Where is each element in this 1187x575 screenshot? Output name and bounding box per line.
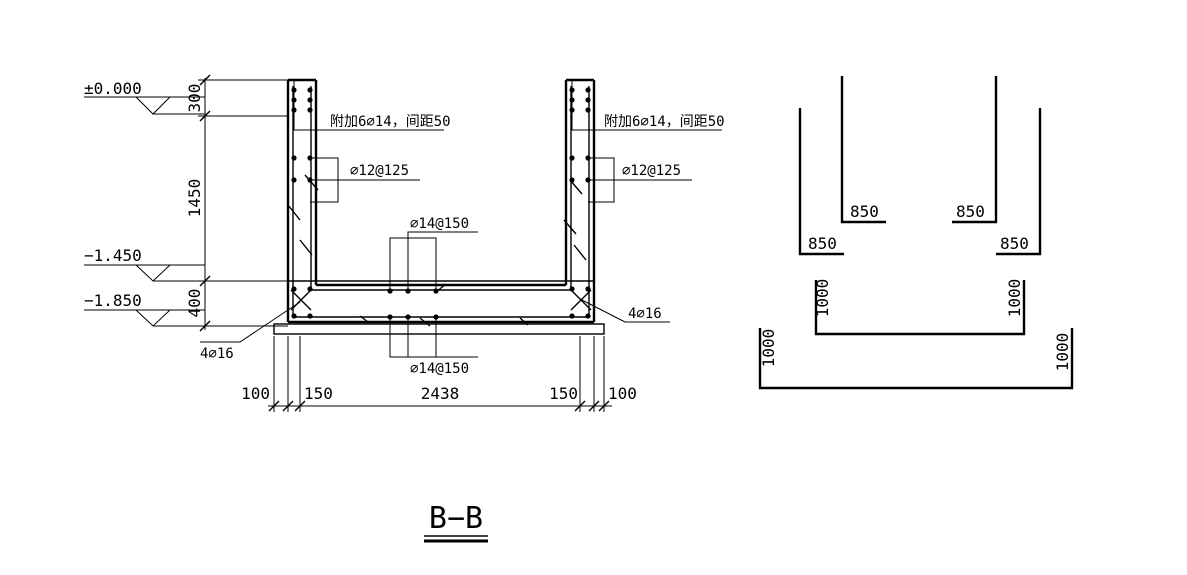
tank-section bbox=[273, 78, 605, 335]
rebar-dots bbox=[291, 87, 591, 320]
callout-right-wall: ⌀12@125 bbox=[588, 157, 692, 203]
label-left-top-rebar: 附加6⌀14，间距50 bbox=[330, 114, 451, 130]
section-title-text: B−B bbox=[429, 501, 483, 536]
label-right-top-rebar: 附加6⌀14，间距50 bbox=[604, 114, 725, 130]
dim-300: 300 bbox=[185, 84, 204, 113]
callout-left-wall: ⌀12@125 bbox=[310, 157, 420, 203]
label-left-wall-rebar: ⌀12@125 bbox=[350, 163, 409, 179]
dim-2438: 2438 bbox=[421, 384, 460, 403]
l-bar-inner-left-dim: 850 bbox=[850, 202, 879, 221]
dim-1450: 1450 bbox=[185, 179, 204, 218]
l-bar-inner-right-dim: 850 bbox=[956, 202, 985, 221]
label-right-wall-rebar: ⌀12@125 bbox=[622, 163, 681, 179]
horizontal-dimension-chain: 100 150 2438 150 100 bbox=[241, 336, 637, 412]
elevation-label-mid: −1.450 bbox=[84, 246, 142, 265]
dim-right-100: 100 bbox=[608, 384, 637, 403]
bar-shape-l-bars: 850 850 850 850 bbox=[798, 76, 1042, 256]
u-outer-left-dim: 1000 bbox=[759, 329, 778, 368]
u-outer-right-dim: 1000 bbox=[1053, 333, 1072, 372]
elevation-marker-top: ±0.000 bbox=[84, 79, 205, 115]
vertical-dimension-chain: 300 1450 400 bbox=[185, 74, 288, 332]
label-right-corner-rebar: 4⌀16 bbox=[628, 306, 662, 322]
u-inner-right-dim: 1000 bbox=[1005, 279, 1024, 318]
bar-shape-u-inner: 1000 1000 bbox=[813, 279, 1026, 336]
section-title: B−B bbox=[424, 501, 488, 543]
elevation-label-bottom: −1.850 bbox=[84, 291, 142, 310]
callout-right-corner: 4⌀16 bbox=[581, 299, 670, 323]
dim-left-150: 150 bbox=[304, 384, 333, 403]
l-bar-right-dim: 850 bbox=[1000, 234, 1029, 253]
callout-slab-bottom: ⌀14@150 bbox=[389, 317, 478, 377]
callout-left-top: 附加6⌀14，间距50 bbox=[293, 80, 451, 131]
callout-left-corner: 4⌀16 bbox=[200, 301, 301, 362]
callout-slab-top: ⌀14@150 bbox=[389, 216, 478, 291]
dim-400: 400 bbox=[185, 289, 204, 318]
elevation-marker-mid: −1.450 bbox=[84, 246, 205, 282]
elevation-marker-bottom: −1.850 bbox=[84, 291, 205, 327]
elevation-label-zero: ±0.000 bbox=[84, 79, 142, 98]
l-bar-left-dim: 850 bbox=[808, 234, 837, 253]
label-slab-top-rebar: ⌀14@150 bbox=[410, 216, 469, 232]
label-left-corner-rebar: 4⌀16 bbox=[200, 346, 234, 362]
callout-right-top: 附加6⌀14，间距50 bbox=[571, 80, 725, 131]
u-inner-left-dim: 1000 bbox=[813, 279, 832, 318]
label-slab-bottom-rebar: ⌀14@150 bbox=[410, 361, 469, 377]
dim-right-150: 150 bbox=[549, 384, 578, 403]
dim-left-100: 100 bbox=[241, 384, 270, 403]
bar-shape-u-outer: 1000 1000 bbox=[758, 328, 1074, 390]
